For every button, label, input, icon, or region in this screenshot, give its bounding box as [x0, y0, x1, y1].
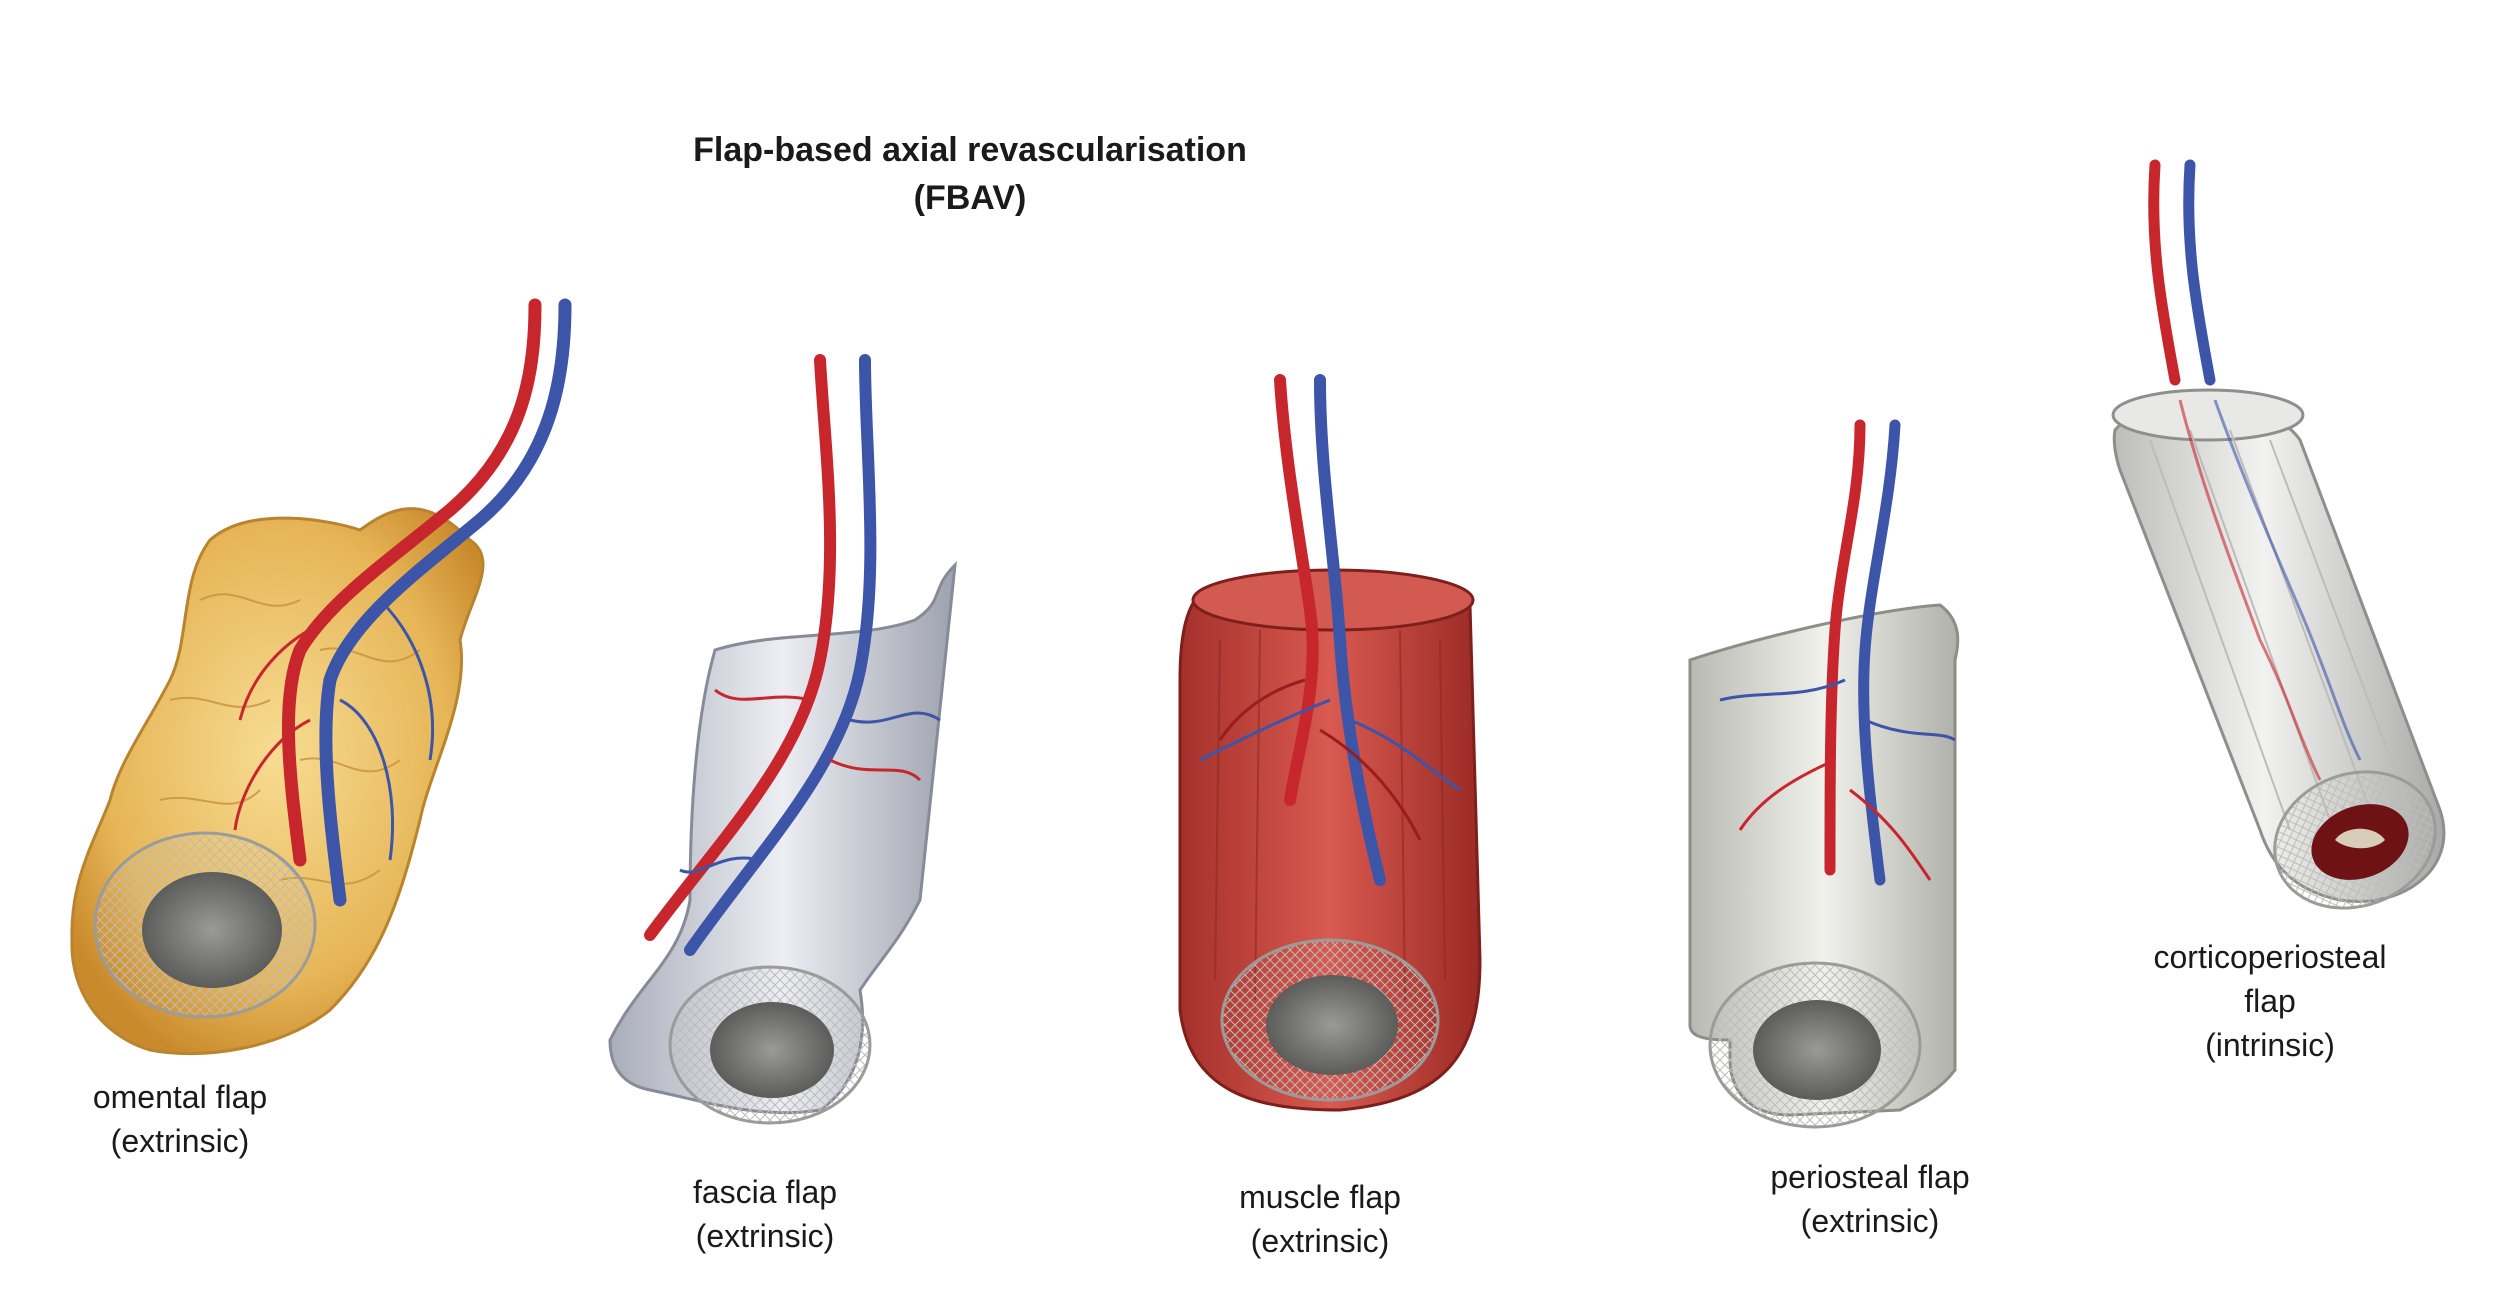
periosteal-artery [1824, 419, 1866, 876]
caption-fascia-type: (extrinsic) [695, 1218, 835, 1254]
muscle-artery [1274, 374, 1319, 806]
muscle-marrow [1266, 975, 1398, 1075]
omental-artery [281, 298, 542, 867]
caption-omental-name: omental flap [92, 1079, 268, 1115]
caption-omental: omental flap (extrinsic) [0, 1075, 390, 1163]
caption-muscle-name: muscle flap [1239, 1179, 1401, 1215]
periosteal-flap [1688, 419, 1960, 1129]
caption-fascia-name: fascia flap [692, 1174, 838, 1210]
fascia-marrow [710, 1002, 834, 1098]
omental-flap [70, 298, 572, 1056]
caption-periosteal-name: periosteal flap [1770, 1159, 1970, 1195]
fascia-artery [644, 354, 837, 941]
fascia-vein [684, 354, 877, 956]
periosteal-vein [1858, 419, 1901, 886]
caption-omental-type: (extrinsic) [110, 1123, 250, 1159]
caption-periosteal: periosteal flap (extrinsic) [1660, 1155, 2080, 1243]
caption-corticoperiosteal-name-2: flap [2244, 983, 2296, 1019]
fascia-flap [608, 354, 957, 1125]
title-line-1: Flap-based axial revascularisation [693, 131, 1247, 169]
corticoperiosteal-artery [2148, 159, 2181, 386]
muscle-vein [1314, 374, 1386, 886]
caption-corticoperiosteal: corticoperiosteal flap (intrinsic) [2060, 935, 2480, 1067]
omental-marrow [142, 872, 282, 988]
caption-corticoperiosteal-type: (intrinsic) [2205, 1027, 2335, 1063]
caption-muscle-type: (extrinsic) [1250, 1223, 1390, 1259]
corticoperiosteal-flap [2111, 159, 2446, 910]
caption-muscle: muscle flap (extrinsic) [1110, 1175, 1530, 1263]
caption-periosteal-type: (extrinsic) [1800, 1203, 1940, 1239]
caption-corticoperiosteal-name-1: corticoperiosteal [2153, 939, 2387, 975]
corticoperiosteal-vein [2183, 159, 2216, 386]
muscle-flap [1178, 374, 1482, 1112]
periosteal-marrow [1753, 1000, 1881, 1100]
title-line-2: (FBAV) [913, 179, 1027, 217]
omental-vein [319, 298, 572, 907]
caption-fascia: fascia flap (extrinsic) [555, 1170, 975, 1258]
